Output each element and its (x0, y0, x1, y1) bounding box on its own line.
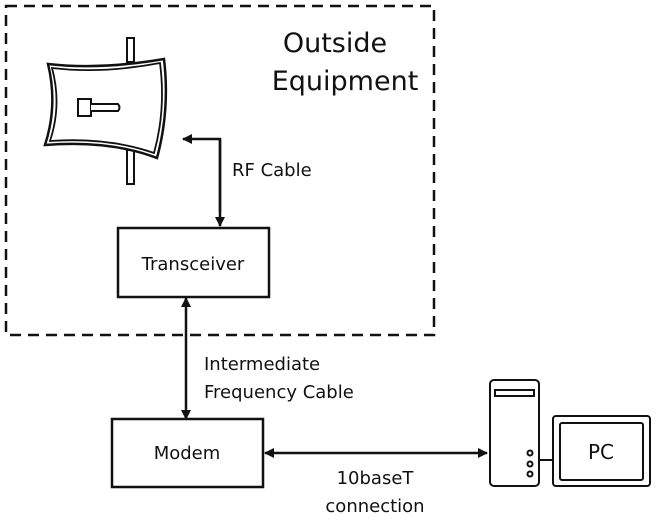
pc-label: PC (588, 440, 614, 464)
rf-cable-edge (182, 134, 222, 212)
transceiver-label: Transceiver (141, 254, 245, 275)
monitor-icon (552, 415, 651, 487)
if-cable-label-line1: Intermediate (204, 354, 320, 375)
modem-label: Modem (154, 443, 221, 464)
group-title-line2: Equipment (272, 66, 419, 97)
group-title-line1: Outside (283, 28, 387, 59)
transceiver-node[interactable]: Transceiver (116, 226, 271, 299)
modem-node[interactable]: Modem (110, 417, 265, 489)
dish-antenna-icon (43, 37, 168, 185)
if-cable-label-line2: Frequency Cable (204, 382, 354, 403)
pc-node[interactable]: PC (489, 379, 651, 487)
ethernet-label-line2: connection (325, 496, 424, 517)
ethernet-label-line1: 10baseT (337, 468, 415, 489)
rf-cable-label: RF Cable (232, 160, 312, 181)
desktop-tower-icon (489, 379, 552, 487)
